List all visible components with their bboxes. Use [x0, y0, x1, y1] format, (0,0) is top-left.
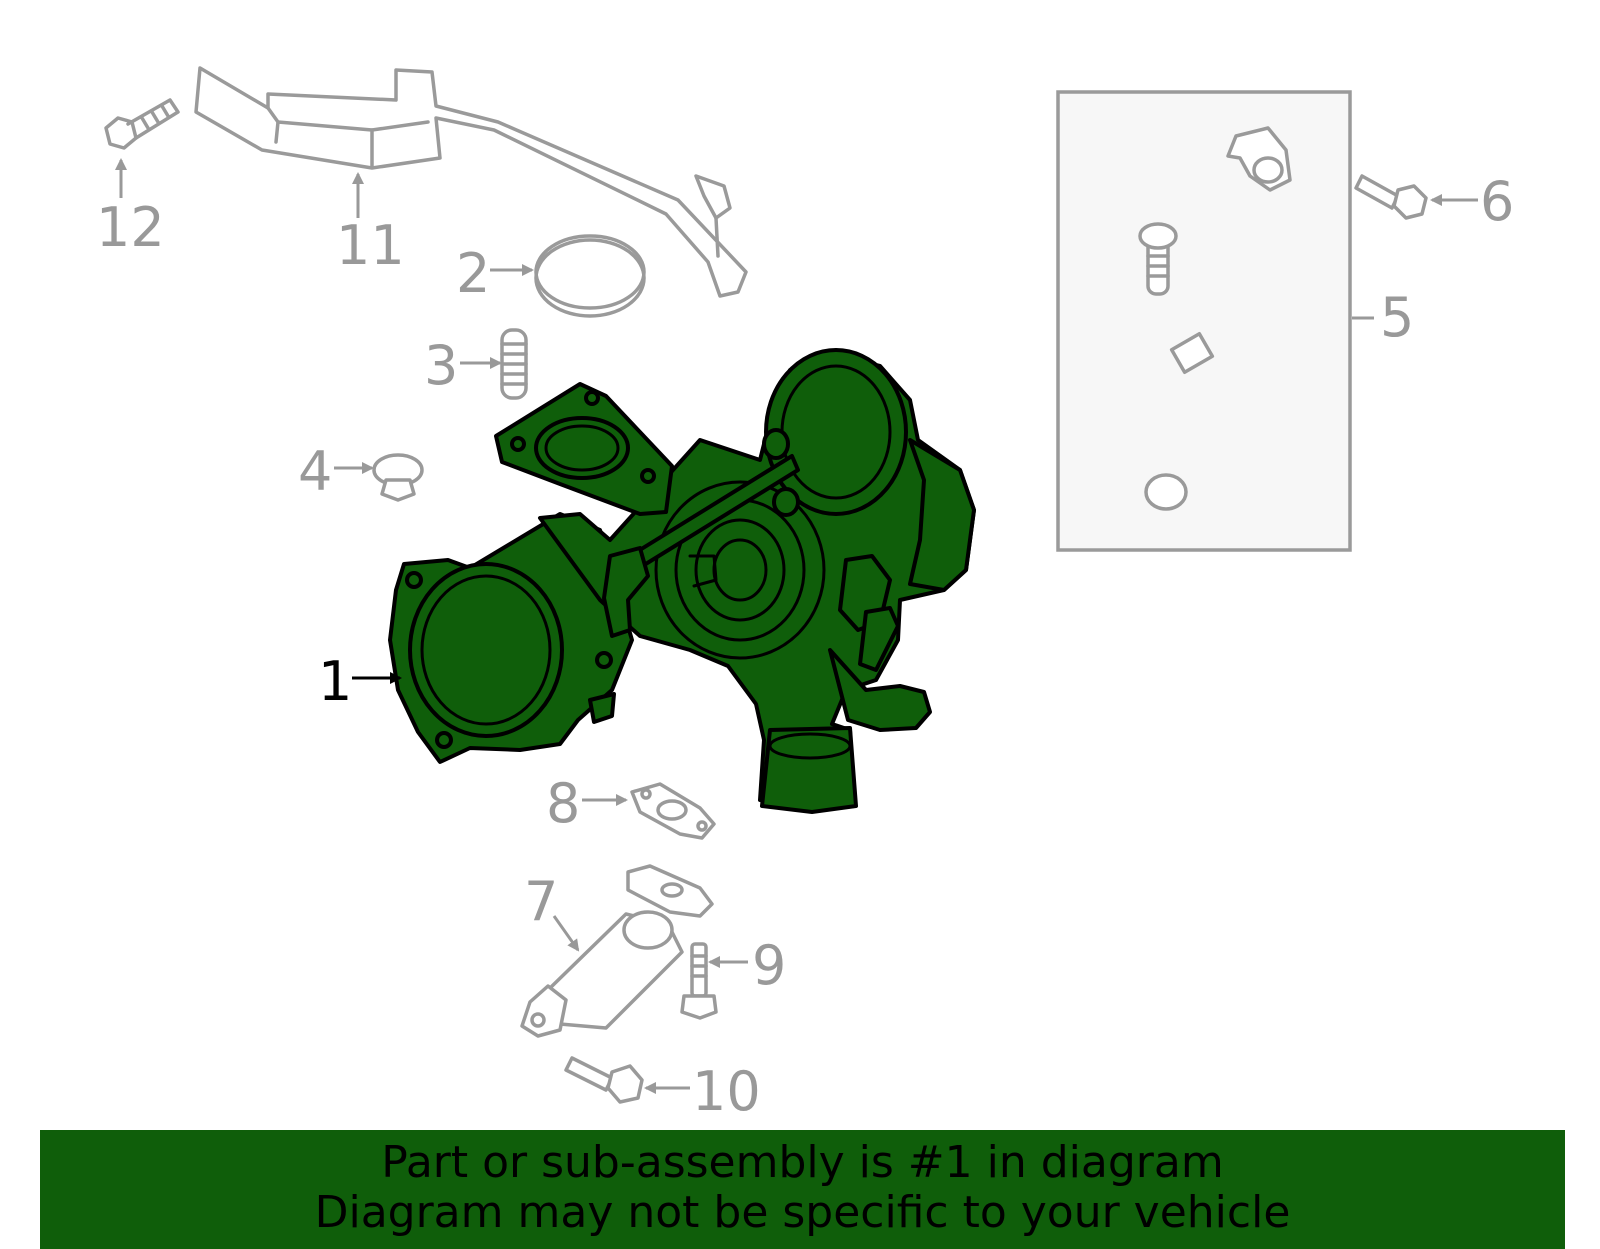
- callout-5: 5: [1380, 286, 1414, 349]
- callout-9: 9: [752, 934, 786, 997]
- part-3-stud: [460, 328, 528, 400]
- part-7-oil-return-tube: [520, 864, 714, 1038]
- part-1-turbocharger: [352, 348, 976, 814]
- part-4-nut: [334, 453, 424, 502]
- callout-1: 1: [318, 650, 352, 713]
- callout-4: 4: [298, 440, 332, 503]
- part-10-bolt: [564, 1056, 690, 1104]
- callout-2: 2: [456, 242, 490, 305]
- part-9-bolt: [680, 942, 748, 1020]
- callout-6: 6: [1480, 170, 1514, 233]
- callout-7: 7: [524, 870, 558, 933]
- callout-8: 8: [546, 772, 580, 835]
- callout-11: 11: [336, 214, 405, 277]
- part-2-gasket: [490, 234, 646, 318]
- callout-12: 12: [96, 196, 165, 259]
- callout-10: 10: [692, 1060, 761, 1123]
- banner-line-1: Part or sub-assembly is #1 in diagram: [381, 1137, 1224, 1188]
- part-11-bracket: [194, 66, 748, 298]
- part-6-bolt: [1354, 174, 1478, 220]
- callout-3: 3: [424, 334, 458, 397]
- banner-line-2: Diagram may not be specific to your vehi…: [314, 1187, 1291, 1238]
- part-8-gasket: [582, 782, 716, 840]
- part-12-bolt: [104, 98, 180, 198]
- part-5-oil-line-kit: [1056, 90, 1374, 552]
- info-banner: Part or sub-assembly is #1 in diagram Di…: [40, 1130, 1565, 1249]
